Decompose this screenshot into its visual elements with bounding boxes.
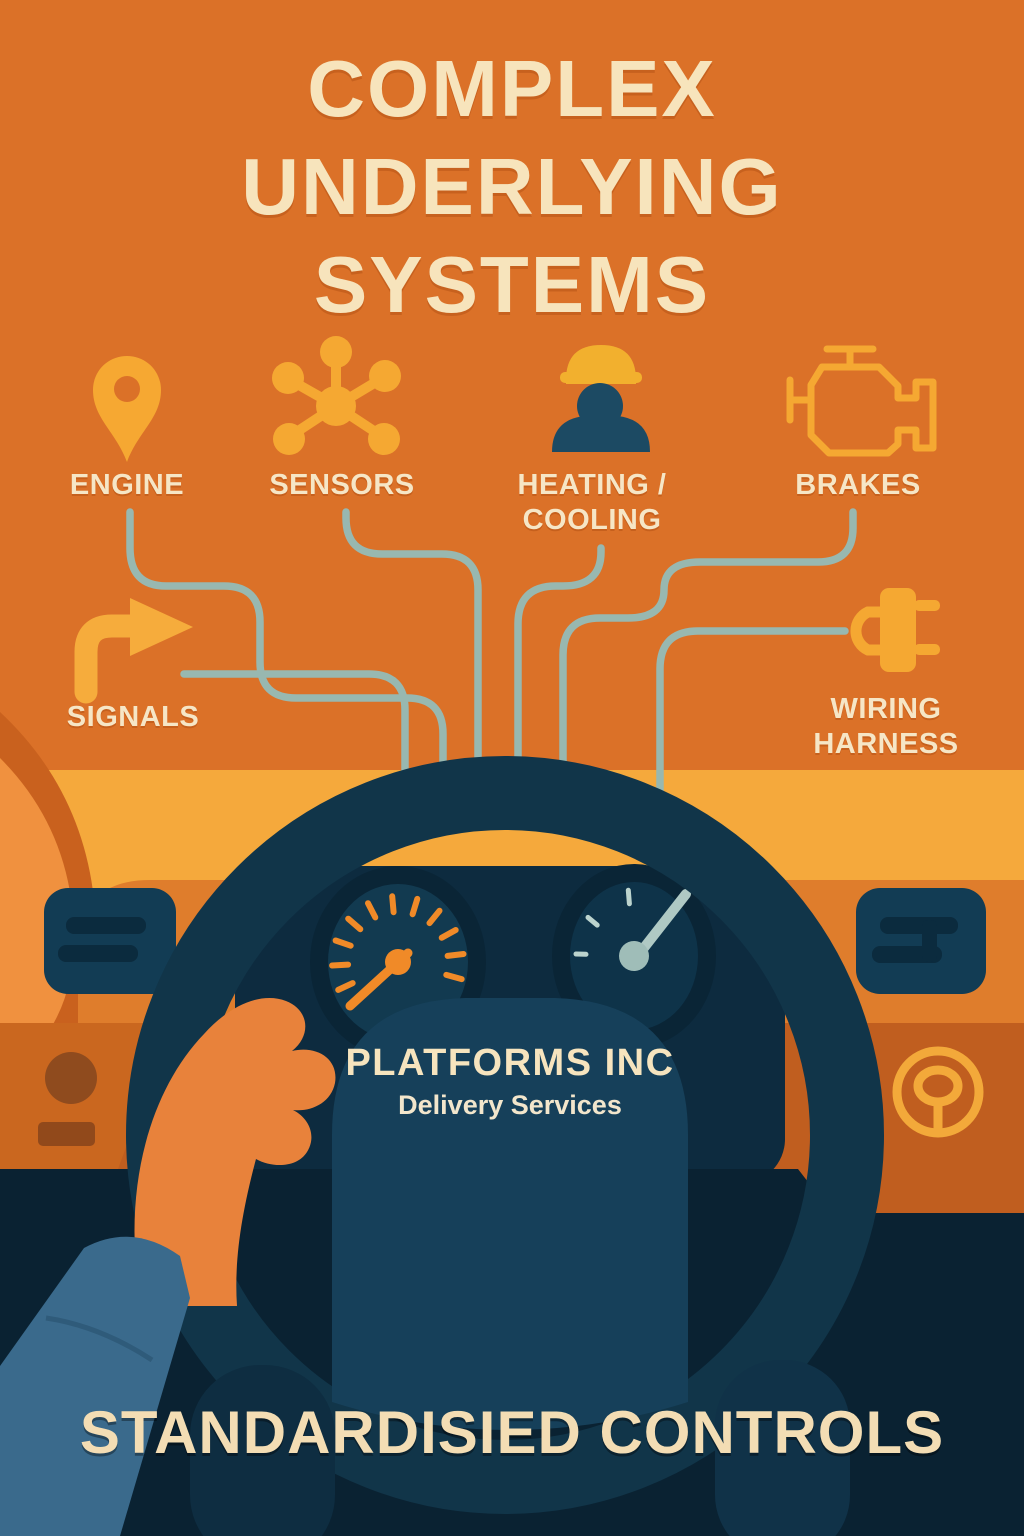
fuel-gauge [552,864,716,1048]
driver-hand [134,997,336,1306]
plug-prong [914,644,940,655]
title-line: SYSTEMS [313,240,711,329]
worker-icon [552,345,650,452]
gauge-hub [385,949,411,975]
brakes-connector-line [559,508,857,810]
system-label-heating-cooling: HEATING / COOLING [518,468,667,538]
label-line: HEATING / [517,469,667,501]
node [273,423,305,455]
driver-sleeve [0,1236,190,1536]
poster-footer: STANDARDISIED CONTROLS [79,1399,945,1466]
vent-frame [856,888,986,994]
connector-lines [126,508,857,812]
signals-connector-line [180,670,409,810]
system-label-engine: ENGINE [70,468,184,503]
check-engine-icon [786,345,937,457]
node [369,360,401,392]
wiring-connector-line [656,627,849,810]
plug-icon [850,588,940,672]
dash-knob [45,1052,97,1104]
pin-hole [114,376,140,402]
gauge-hub [619,941,649,971]
poster-title: COMPLEX UNDERLYING SYSTEMS [0,40,1024,334]
steering-wheel-badge-icon [892,1046,984,1138]
hat-brim [560,372,642,383]
arrow-shaft [74,614,142,704]
label-line: WIRING [830,693,942,725]
system-label-brakes: BRAKES [795,468,920,503]
engine-left-mount [786,376,815,424]
gauge-ticks [573,887,632,957]
vent-frame [44,888,176,994]
right-air-vent [856,888,986,994]
label-line: SENSORS [269,469,415,501]
pillar-swoosh-inner [0,758,75,1072]
sensor-hub-icon [272,336,401,455]
hub-node [316,386,356,426]
title-line: UNDERLYING [241,142,783,231]
dash-switch [38,1122,95,1146]
sensors-connector-line [342,508,482,810]
system-label-wiring-harness: WIRING HARNESS [813,692,958,762]
turn-arrow-icon [74,598,193,704]
vent-slat-joint [922,920,937,962]
node [272,362,304,394]
arrow-head [130,598,193,656]
hub-company-name: PLATFORMS INC [345,1042,675,1084]
right-seat-dome [715,1360,850,1536]
label-line: BRAKES [795,469,921,501]
system-label-signals: SIGNALS [67,700,199,735]
node [320,336,352,368]
left-air-vent [44,888,176,994]
label-line: ENGINE [69,469,185,501]
label-line: HARNESS [813,728,959,760]
plug-prong [914,600,940,611]
vent-slat [66,917,146,934]
shoulders [552,416,650,452]
pin-body [93,356,161,462]
title-line: COMPLEX [307,44,717,133]
vent-slat [880,917,958,934]
gauge-ticks [329,893,467,993]
heating-connector-line [514,544,605,812]
label-line: COOLING [522,504,662,536]
plug-body [880,588,916,672]
steering-wheel-hub [332,998,688,1430]
hub-tagline: Delivery Services [398,1090,622,1120]
engine-connector-line [126,508,447,810]
sleeve-cuff-line [45,1315,154,1363]
system-label-sensors: SENSORS [269,468,414,503]
engine-body [807,363,937,457]
left-seat-dome [190,1365,335,1536]
location-pin-icon [93,356,161,462]
vent-slat [58,945,138,962]
label-line: SIGNALS [66,701,200,733]
node [368,423,400,455]
plug-handle [850,606,890,656]
